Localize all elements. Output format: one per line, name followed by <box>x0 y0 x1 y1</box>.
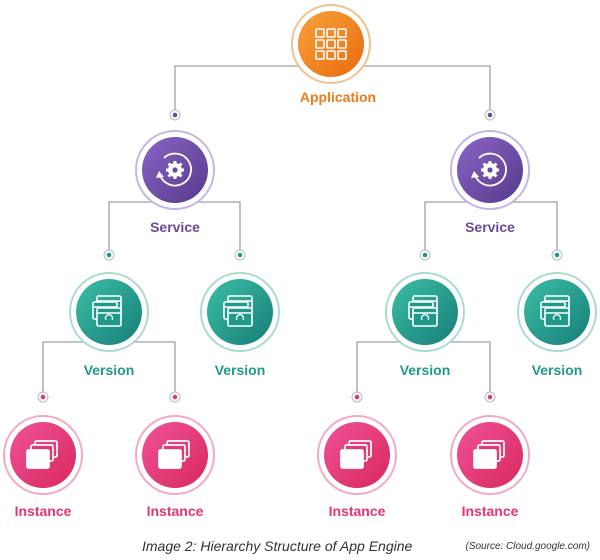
stacked-windows-refresh-icon <box>92 295 122 327</box>
gear-refresh-icon <box>156 152 192 187</box>
version-label-4: Version <box>532 362 583 378</box>
stacked-windows-icon <box>340 440 372 469</box>
gear-refresh-icon <box>471 152 507 187</box>
version-node-1 <box>69 272 149 352</box>
caption-source: (Source: Cloud.google.com) <box>465 541 590 552</box>
service-label-left: Service <box>150 219 200 235</box>
version-label-1: Version <box>84 362 135 378</box>
instance-label-2: Instance <box>147 503 204 519</box>
application-label: Application <box>300 89 376 105</box>
service-node-left <box>135 130 215 210</box>
instance-label-3: Instance <box>329 503 386 519</box>
instance-label-1: Instance <box>15 503 72 519</box>
instance-node-3 <box>317 415 397 495</box>
version-label-3: Version <box>400 362 451 378</box>
stacked-windows-icon <box>26 440 58 469</box>
hierarchy-diagram: Application Service Service <box>3 4 597 519</box>
service-node-right <box>450 130 530 210</box>
stacked-windows-refresh-icon <box>540 295 570 327</box>
stacked-windows-refresh-icon <box>223 295 253 327</box>
version-label-2: Version <box>215 362 266 378</box>
instance-node-2 <box>135 415 215 495</box>
grid-apps-icon <box>315 28 347 60</box>
stacked-windows-refresh-icon <box>408 295 438 327</box>
figure-caption: Image 2: Hierarchy Structure of App Engi… <box>0 536 600 560</box>
stacked-windows-icon <box>158 440 190 469</box>
application-node <box>291 4 371 84</box>
service-label-right: Service <box>465 219 515 235</box>
version-node-4 <box>517 272 597 352</box>
version-node-2 <box>200 272 280 352</box>
version-node-3 <box>385 272 465 352</box>
instance-node-1 <box>3 415 83 495</box>
instance-label-4: Instance <box>462 503 519 519</box>
stacked-windows-icon <box>473 440 505 469</box>
caption-title: Image 2: Hierarchy Structure of App Engi… <box>142 538 413 554</box>
instance-node-4 <box>450 415 530 495</box>
connector-dots <box>37 109 563 403</box>
